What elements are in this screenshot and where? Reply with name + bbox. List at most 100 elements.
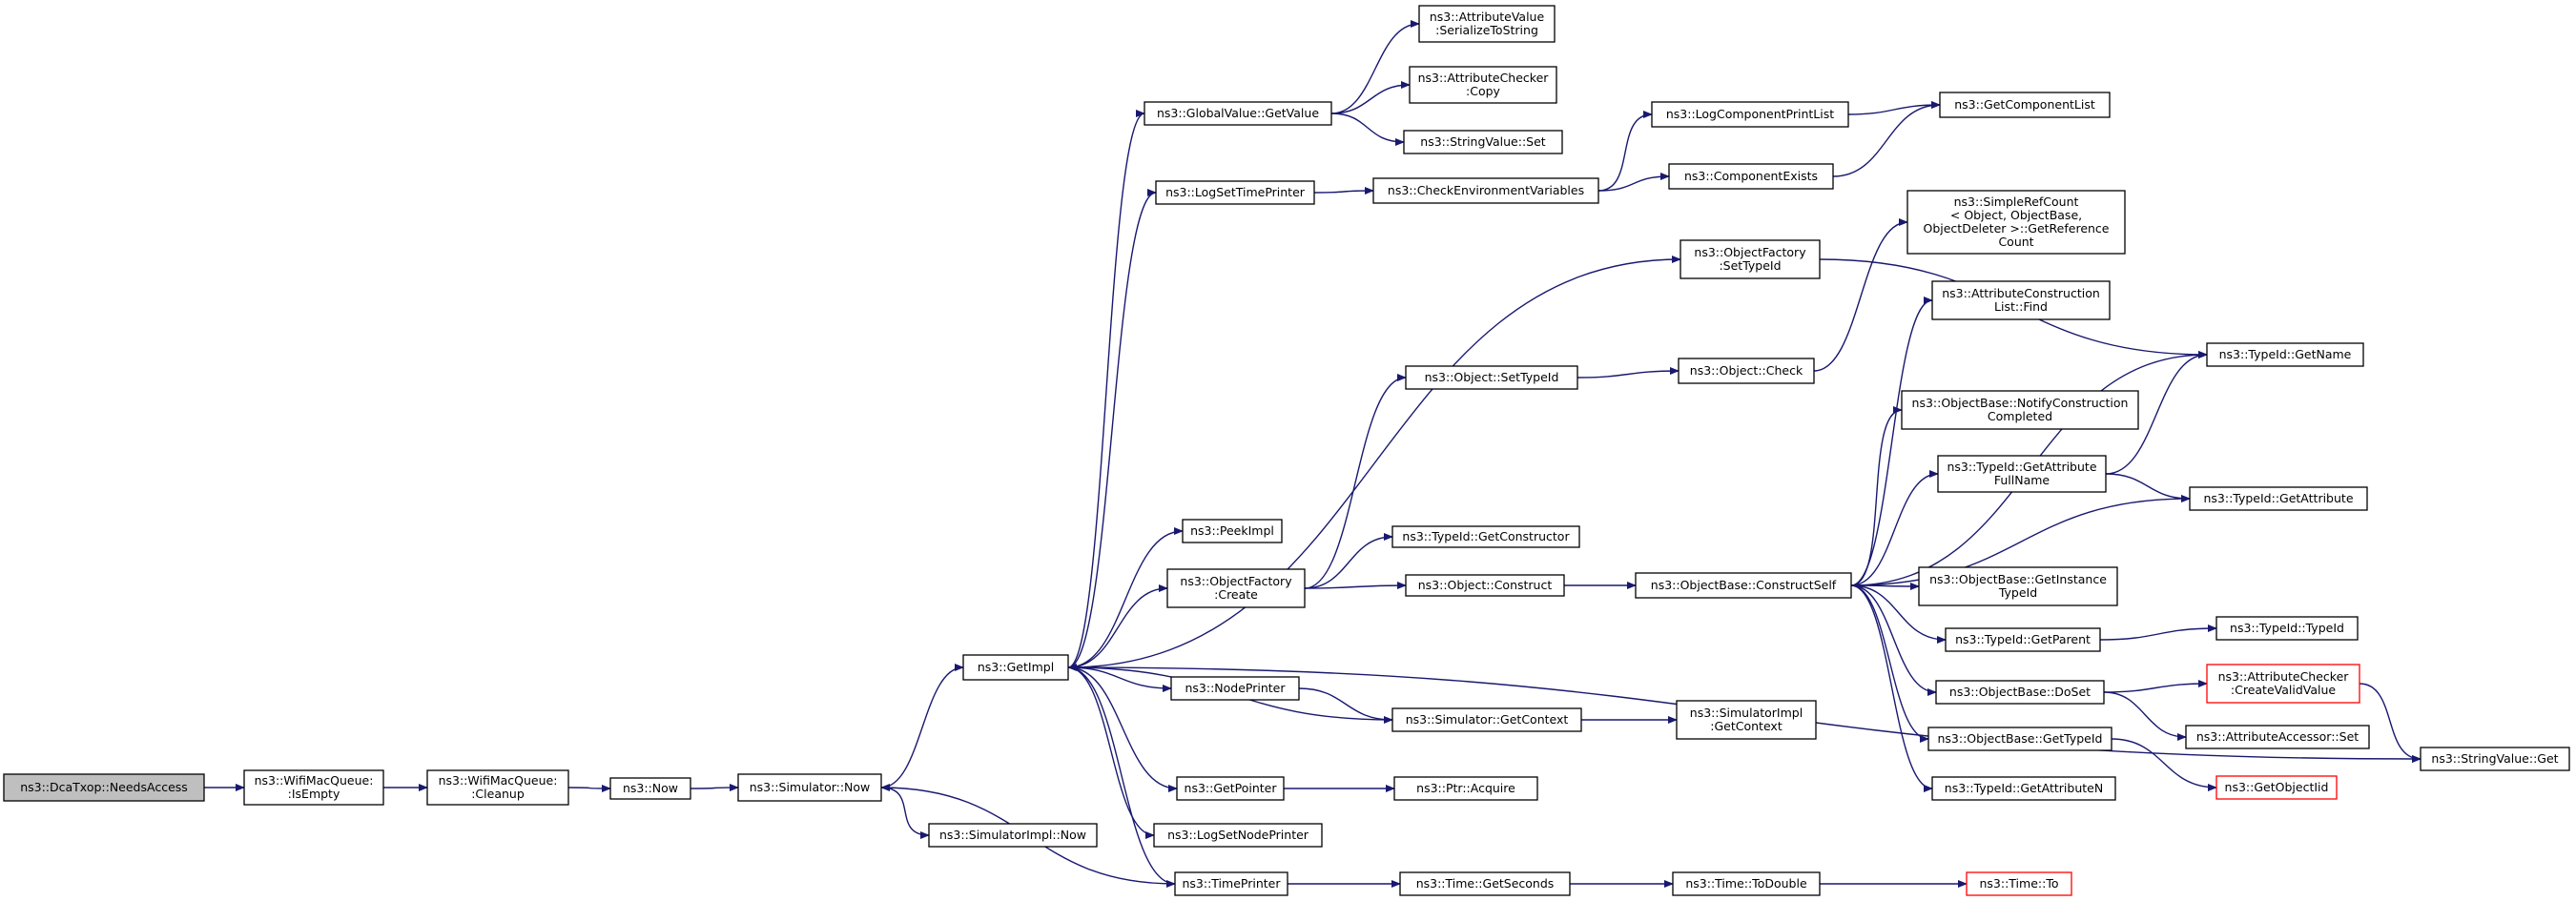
node-box (1403, 130, 1563, 154)
edge-obdoset-to-aaset (2103, 691, 2187, 741)
edge-getimpl-to-timeprinter (1067, 666, 1176, 888)
node-needsaccess[interactable]: ns3::DcaTxop::NeedsAccess (3, 773, 205, 802)
node-label: :SerializeToString (1435, 23, 1538, 37)
node-tidtypeid[interactable]: ns3::TypeId::TypeId (2215, 616, 2359, 641)
node-cleanup[interactable]: ns3::WifiMacQueue::Cleanup (426, 769, 569, 806)
node-tidgetparent[interactable]: ns3::TypeId::GetParent (1945, 627, 2101, 652)
node-getimpl[interactable]: ns3::GetImpl (962, 654, 1069, 681)
node-label: ns3::PeekImpl (1190, 523, 1274, 538)
node-label: < Object, ObjectBase, (1950, 208, 2082, 222)
node-box (1927, 727, 2112, 751)
node-box (1144, 101, 1332, 126)
node-isempty[interactable]: ns3::WifiMacQueue::IsEmpty (243, 769, 384, 806)
node-accopy[interactable]: ns3::AttributeChecker:Copy (1409, 66, 1557, 104)
node-box (2185, 725, 2370, 749)
node-label: ns3::GetObjectIid (2225, 780, 2329, 794)
node-label: ns3::NodePrinter (1185, 681, 1286, 695)
node-box (1676, 700, 1817, 740)
node-box (1393, 776, 1538, 801)
node-peekimpl[interactable]: ns3::PeekImpl (1182, 519, 1283, 543)
node-logsetnodeprinter[interactable]: ns3::LogSetNodePrinter (1153, 823, 1323, 848)
node-simgetcontext[interactable]: ns3::Simulator::GetContext (1391, 707, 1582, 732)
node-timegetseconds[interactable]: ns3::Time::GetSeconds (1399, 871, 1571, 896)
node-label: ns3::Simulator::GetContext (1406, 712, 1569, 727)
node-obgettypeid[interactable]: ns3::ObjectBase::GetTypeId (1927, 727, 2112, 751)
node-label: ns3::SimpleRefCount (1954, 195, 2079, 209)
edge-logsettimeprinter-to-checkenv (1313, 187, 1374, 195)
node-box (1651, 101, 1849, 128)
node-getcomplist[interactable]: ns3::GetComponentList (1939, 92, 2111, 118)
edge-gvgetvalue-to-svset (1330, 113, 1405, 146)
node-label: ns3::TypeId::GetParent (1955, 632, 2091, 646)
node-svset[interactable]: ns3::StringValue::Set (1403, 130, 1563, 154)
edge-obgettypeid-to-getobjectiid (2111, 738, 2217, 791)
node-ofcreate[interactable]: ns3::ObjectFactory:Create (1166, 568, 1306, 608)
node-timetodouble[interactable]: ns3::Time::ToDouble (1672, 871, 1821, 896)
node-label: ns3::GetComponentList (1954, 97, 2095, 112)
node-label: ns3::TimePrinter (1183, 876, 1282, 891)
node-obnotify[interactable]: ns3::ObjectBase::NotifyConstructionCompl… (1901, 390, 2139, 430)
node-label: ns3::TypeId::GetName (2219, 347, 2352, 361)
node-simimplgetcontext[interactable]: ns3::SimulatorImpl:GetContext (1676, 700, 1817, 740)
node-tidgetattrn[interactable]: ns3::TypeId::GetAttributeN (1931, 776, 2116, 801)
edge-compexists-to-getcomplist (1832, 101, 1941, 177)
node-simimplnow[interactable]: ns3::SimulatorImpl::Now (928, 823, 1098, 848)
edge-accreatevalid-to-svget (2359, 683, 2421, 763)
node-compexists[interactable]: ns3::ComponentExists (1668, 163, 1834, 190)
edge-getimpl-to-ofcreate (1067, 584, 1168, 668)
node-label: ns3::TypeId::GetAttribute (1947, 460, 2096, 474)
node-label: ns3::GetImpl (978, 660, 1054, 674)
edge-getimpl-to-ofsettypeid (1067, 256, 1681, 668)
node-label: ns3::TypeId::GetAttributeN (1945, 781, 2103, 795)
node-box (1405, 365, 1578, 390)
node-simplerefcount[interactable]: ns3::SimpleRefCount< Object, ObjectBase,… (1906, 190, 2126, 255)
node-objsettypeid[interactable]: ns3::Object::SetTypeId (1405, 365, 1578, 390)
node-label: ns3::WifiMacQueue: (255, 773, 374, 788)
node-box (2206, 342, 2364, 367)
node-label: :CreateValidValue (2231, 683, 2337, 697)
node-now[interactable]: ns3::Now (609, 777, 691, 800)
node-obconstructself[interactable]: ns3::ObjectBase::ConstructSelf (1635, 572, 1852, 599)
node-aaset[interactable]: ns3::AttributeAccessor::Set (2185, 725, 2370, 749)
node-label: :Cleanup (471, 787, 525, 801)
node-ptracquire[interactable]: ns3::Ptr::Acquire (1393, 776, 1538, 801)
node-ofsettypeid[interactable]: ns3::ObjectFactory:SetTypeId (1680, 239, 1821, 279)
edge-tidgetattrfull-to-tidgetname (2105, 351, 2208, 475)
node-getobjectiid[interactable]: ns3::GetObjectIid (2215, 775, 2338, 800)
node-label: ns3::AttributeChecker (1418, 71, 1550, 85)
edge-logcompprintlist-to-getcomplist (1847, 101, 1941, 115)
node-objconstruct[interactable]: ns3::Object::Construct (1405, 574, 1565, 597)
node-label: ns3::Object::SetTypeId (1425, 370, 1559, 384)
node-tidgetattr[interactable]: ns3::TypeId::GetAttribute (2189, 486, 2368, 511)
node-logcompprintlist[interactable]: ns3::LogComponentPrintList (1651, 101, 1849, 128)
node-box (2215, 775, 2338, 800)
node-label: ns3::AttributeConstruction (1942, 286, 2100, 300)
edge-nodeprinter-to-simgetcontext (1298, 687, 1393, 724)
node-logsettimeprinter[interactable]: ns3::LogSetTimePrinter (1155, 180, 1315, 205)
node-timeto[interactable]: ns3::Time::To (1966, 871, 2072, 896)
node-simnow[interactable]: ns3::Simulator::Now (737, 773, 882, 802)
node-box (1678, 358, 1815, 384)
node-checkenv[interactable]: ns3::CheckEnvironmentVariables (1372, 177, 1599, 204)
node-label: ns3::AttributeAccessor::Set (2196, 729, 2359, 744)
node-label: ns3::ObjectBase::NotifyConstruction (1912, 396, 2129, 410)
node-timeprinter[interactable]: ns3::TimePrinter (1174, 871, 1288, 896)
node-tidgetconstructor[interactable]: ns3::TypeId::GetConstructor (1391, 525, 1580, 548)
node-getpointer[interactable]: ns3::GetPointer (1176, 776, 1285, 801)
node-nodeprinter[interactable]: ns3::NodePrinter (1170, 676, 1300, 701)
node-label: ns3::DcaTxop::NeedsAccess (20, 780, 188, 794)
edge-obconstructself-to-tidgetattrn (1850, 584, 1933, 792)
node-obdoset[interactable]: ns3::ObjectBase::DoSet (1935, 680, 2105, 705)
node-objcheck[interactable]: ns3::Object::Check (1678, 358, 1815, 384)
node-svget[interactable]: ns3::StringValue::Get (2420, 747, 2570, 771)
edge-obconstructself-to-tidgetparent (1850, 584, 1947, 644)
node-label: ns3::StringValue::Set (1420, 134, 1545, 149)
node-avserialize[interactable]: ns3::AttributeValue:SerializeToString (1418, 5, 1556, 43)
node-gvgetvalue[interactable]: ns3::GlobalValue::GetValue (1144, 101, 1332, 126)
node-accreatevalid[interactable]: ns3::AttributeChecker:CreateValidValue (2206, 664, 2360, 704)
node-box (1155, 180, 1315, 205)
node-tidgetname[interactable]: ns3::TypeId::GetName (2206, 342, 2364, 367)
